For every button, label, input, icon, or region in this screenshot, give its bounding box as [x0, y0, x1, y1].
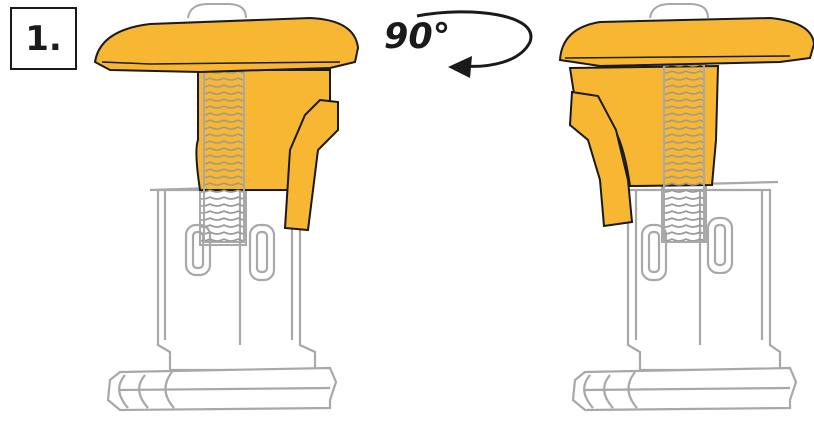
left-latch-arm [283, 98, 339, 232]
rotation-label: 90° [384, 17, 451, 57]
left-assembly [93, 3, 360, 412]
left-bolt-front [203, 51, 245, 243]
right-bolt-front [663, 53, 705, 243]
right-latch-arm [568, 90, 634, 228]
rotation-arrow-icon [416, 10, 533, 78]
right-cap-top [558, 16, 814, 68]
step-number: 1. [25, 18, 62, 59]
step-number-box: 1. [10, 7, 77, 70]
left-top-loop [187, 3, 247, 19]
left-cap-top [93, 16, 360, 74]
right-assembly [558, 3, 814, 412]
right-top-loop [649, 3, 709, 19]
left-base-clip [106, 183, 338, 412]
